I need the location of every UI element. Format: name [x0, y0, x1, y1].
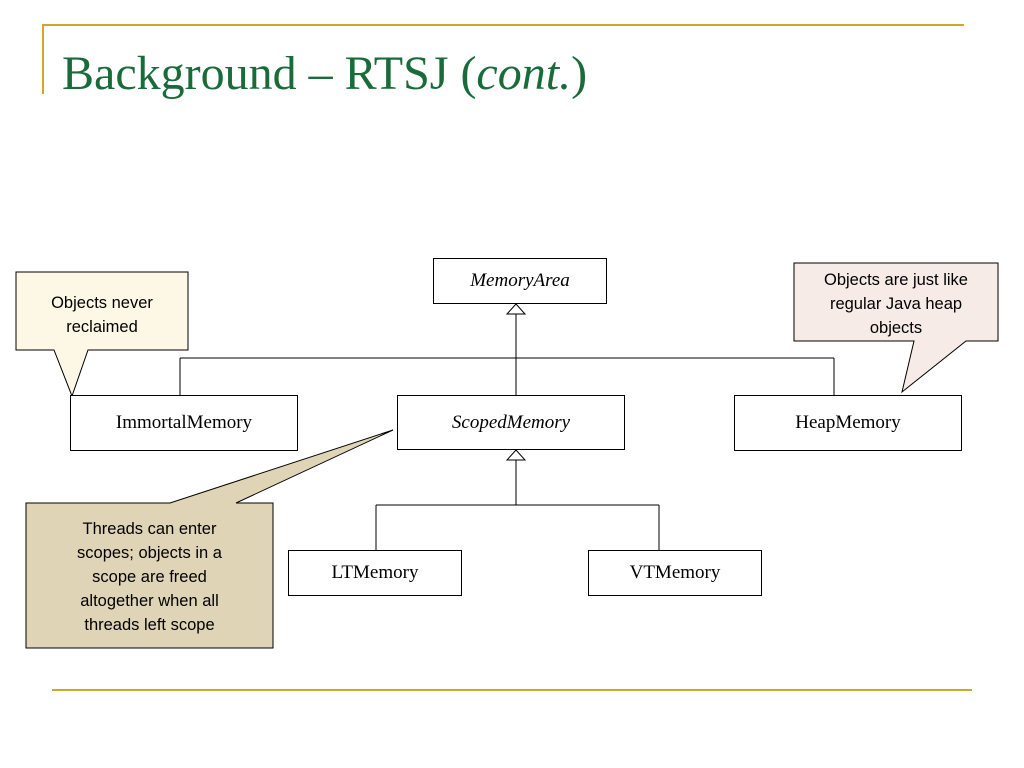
heap-note: Objects are just like regular Java heap …: [794, 268, 998, 340]
heap-note-shape: [793, 262, 999, 394]
immortalmemory-label: ImmortalMemory: [115, 412, 253, 433]
immortal-note: Objects never reclaimed: [16, 291, 188, 339]
scoped-note-line: Threads can enter: [82, 520, 217, 538]
heap-note-line: Objects are just like: [824, 271, 968, 289]
scopedmemory-label: ScopedMemory: [451, 411, 571, 433]
scoped-note-shape: [25, 429, 394, 649]
heap-note-line: regular Java heap: [829, 295, 963, 313]
memoryarea-class: MemoryArea: [433, 258, 607, 304]
immortalmemory-class: ImmortalMemory: [70, 395, 298, 451]
ltmemory-class: LTMemory: [288, 550, 462, 596]
title-main: Background – RTSJ (: [62, 47, 477, 100]
scoped-note-line: threads left scope: [84, 616, 215, 634]
scoped-note: Threads can enter scopes; objects in a s…: [26, 517, 273, 637]
vtmemory-class: VTMemory: [588, 550, 762, 596]
memoryarea-label: MemoryArea: [470, 270, 570, 291]
title-rule-left: [42, 24, 44, 94]
title-end: ): [571, 47, 588, 100]
heapmemory-label: HeapMemory: [795, 412, 901, 433]
scoped-inheritance-arrow: [505, 449, 527, 461]
immortal-note-shape: [15, 271, 189, 398]
vtmemory-label: VTMemory: [629, 562, 721, 583]
bottom-rule: [52, 689, 972, 691]
heapmemory-class: HeapMemory: [734, 395, 962, 451]
scoped-note-line: scope are freed: [92, 568, 207, 586]
immortal-note-line: Objects never: [51, 294, 153, 312]
slide-title: Background – RTSJ (cont.): [62, 44, 587, 104]
scopedmemory-class: ScopedMemory: [397, 395, 625, 450]
immortal-note-line: reclaimed: [66, 318, 138, 336]
ltmemory-label: LTMemory: [331, 562, 419, 583]
scoped-note-line: scopes; objects in a: [77, 544, 222, 562]
title-rule-top: [42, 24, 964, 26]
heap-note-line: objects: [869, 319, 923, 337]
title-italic: cont.: [476, 47, 572, 100]
scoped-note-line: altogether when all: [80, 592, 219, 610]
memoryarea-inheritance-arrow: [505, 303, 527, 315]
